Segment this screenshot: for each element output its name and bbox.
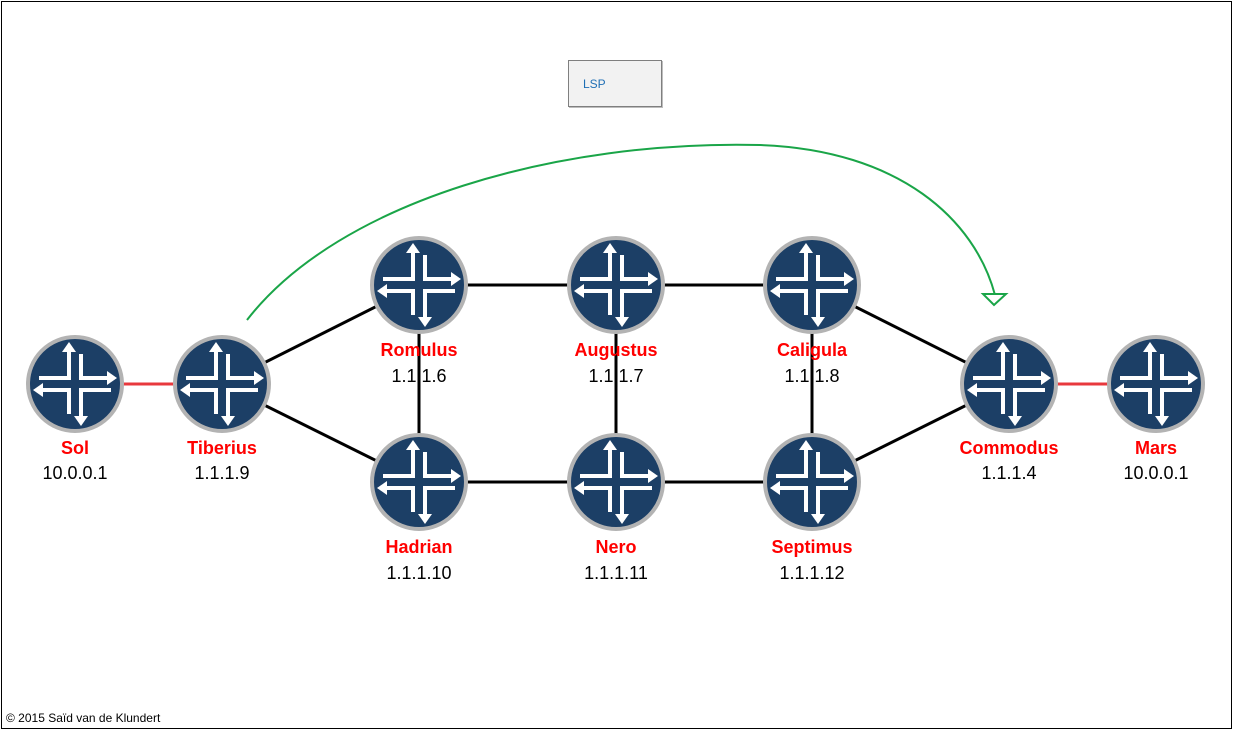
copyright-notice: © 2015 Saïd van de Klundert <box>6 711 161 725</box>
router-icon-caligula <box>763 236 861 334</box>
router-ip-sol: 10.0.0.1 <box>42 463 108 483</box>
router-ip-romulus: 1.1.1.6 <box>391 366 447 386</box>
router-ip-tiberius: 1.1.1.9 <box>194 463 250 483</box>
lsp-path-arrow <box>246 143 996 321</box>
router-name-commodus: Commodus <box>959 438 1059 458</box>
router-icon-romulus <box>370 236 468 334</box>
router-icon-tiberius <box>173 335 271 433</box>
router-icon-septimus <box>763 433 861 531</box>
router-name-caligula: Caligula <box>776 340 848 360</box>
router-name-tiberius: Tiberius <box>187 438 257 458</box>
router-ip-mars: 10.0.0.1 <box>1123 463 1189 483</box>
router-ip-hadrian: 1.1.1.10 <box>386 563 452 583</box>
router-name-septimus: Septimus <box>771 537 853 557</box>
router-ip-septimus: 1.1.1.12 <box>779 563 845 583</box>
routers-layer <box>26 236 1205 531</box>
router-name-nero: Nero <box>595 537 637 557</box>
lsp-legend-box: LSP <box>568 60 662 107</box>
router-name-hadrian: Hadrian <box>385 537 453 557</box>
router-name-augustus: Augustus <box>574 340 658 360</box>
lsp-label: LSP <box>583 77 606 91</box>
router-name-mars: Mars <box>1134 438 1178 458</box>
router-icon-sol <box>26 335 124 433</box>
router-name-sol: Sol <box>60 438 90 458</box>
lsp-arrowhead <box>980 293 1009 307</box>
router-icon-mars <box>1107 335 1205 433</box>
router-icon-commodus <box>960 335 1058 433</box>
router-ip-nero: 1.1.1.11 <box>584 563 648 583</box>
router-ip-augustus: 1.1.1.7 <box>588 366 644 386</box>
router-icon-augustus <box>567 236 665 334</box>
router-name-romulus: Romulus <box>380 340 458 360</box>
router-ip-commodus: 1.1.1.4 <box>981 463 1037 483</box>
router-icon-nero <box>567 433 665 531</box>
router-icon-hadrian <box>370 433 468 531</box>
router-ip-caligula: 1.1.1.8 <box>784 366 840 386</box>
